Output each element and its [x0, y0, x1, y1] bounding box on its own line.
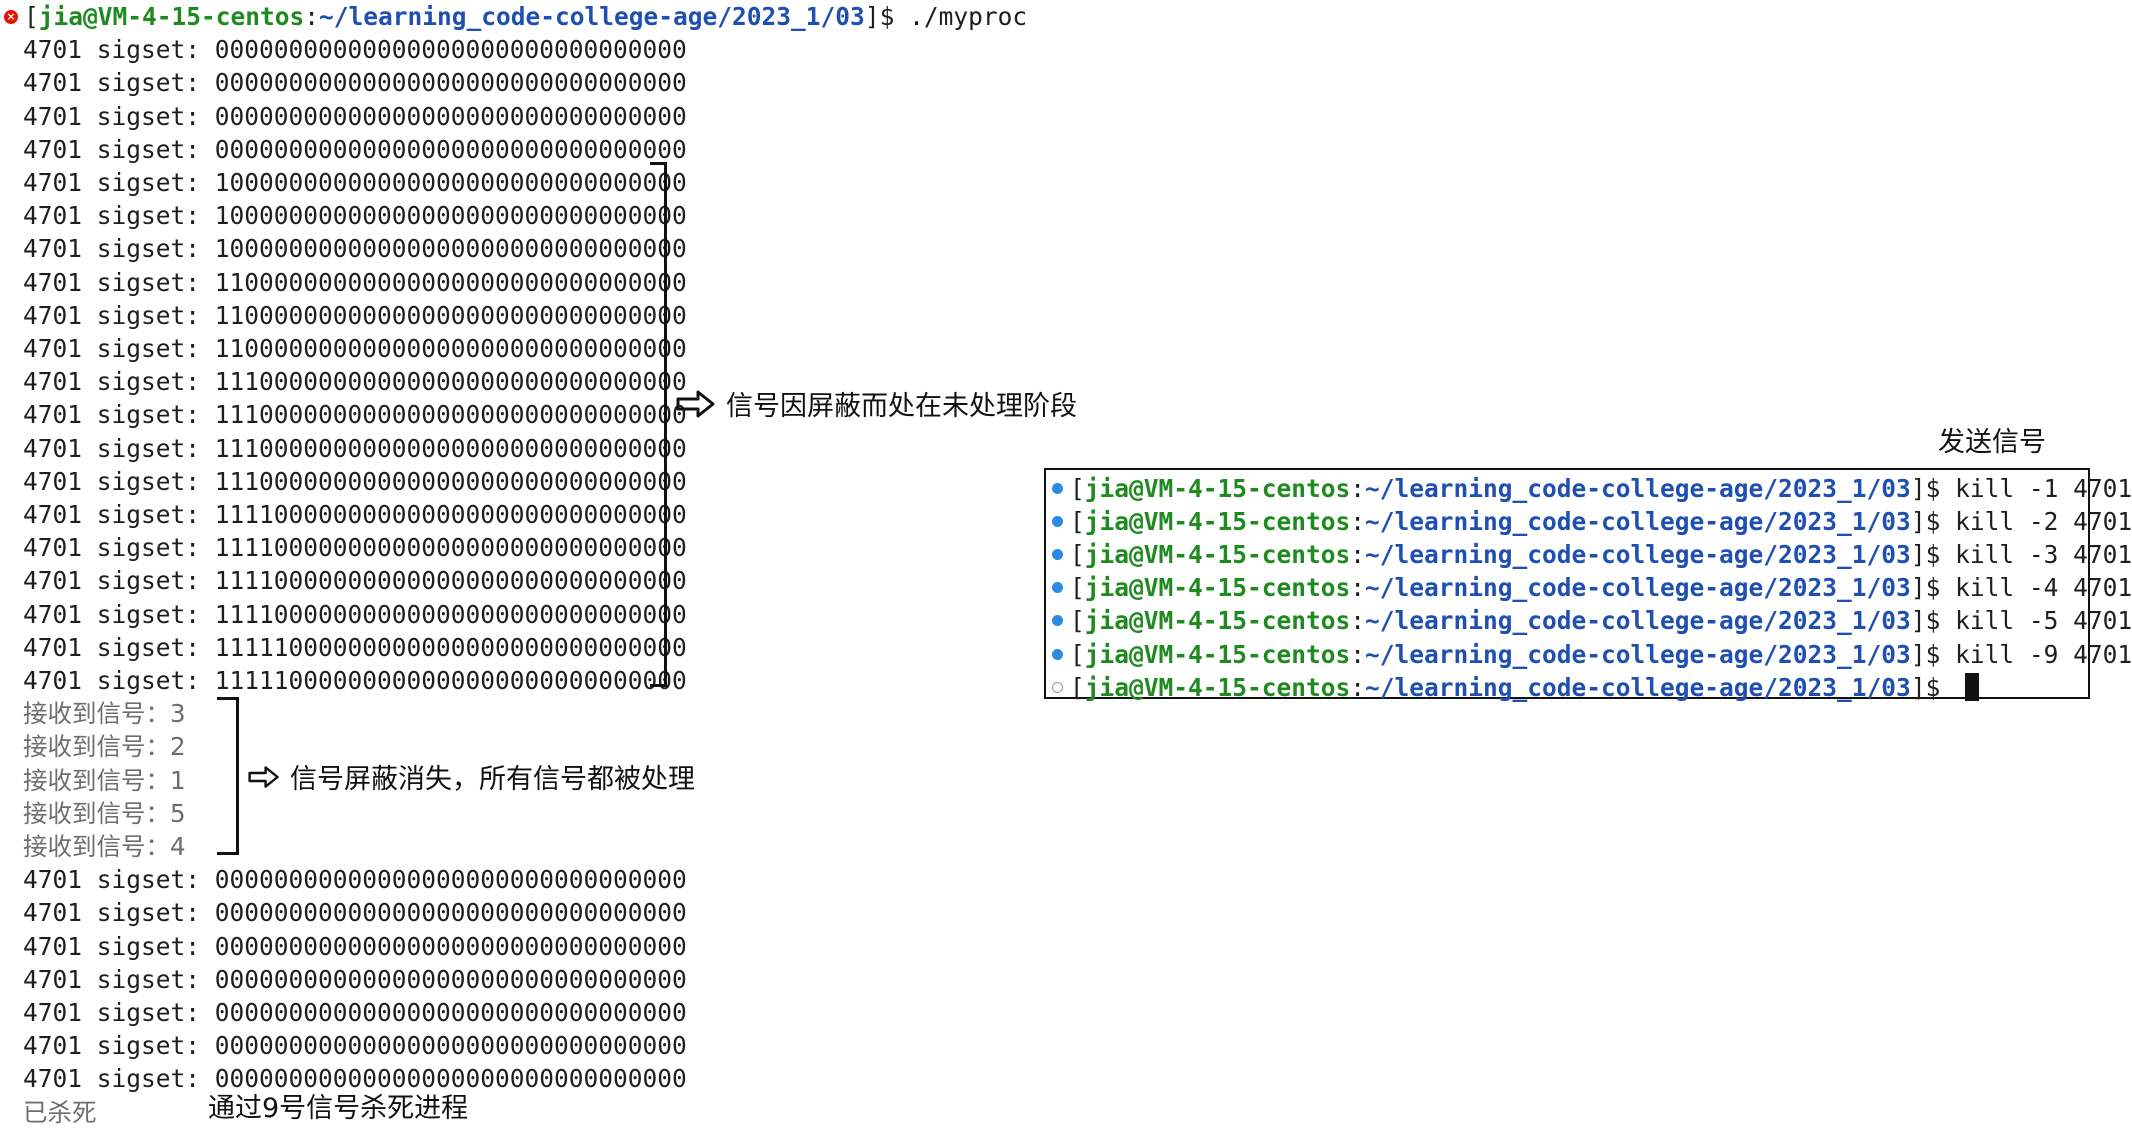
handled-note: 信号屏蔽消失，所有信号都被处理	[290, 764, 695, 795]
arrow-right-icon	[248, 765, 279, 788]
kill-command: kill -9 4701	[1955, 639, 2132, 669]
right-command-line: [jia@VM-4-15-centos:~/learning_code-coll…	[1046, 505, 2132, 538]
right-terminal: [jia@VM-4-15-centos:~/learning_code-coll…	[1044, 468, 2132, 702]
send-signal-label: 发送信号	[1938, 427, 2046, 458]
prompt-user: jia@VM-4-15-centos	[1084, 540, 1351, 570]
sigset-line: 4701 sigset: 100000000000000000000000000…	[23, 201, 687, 231]
sigset-line: 4701 sigset: 000000000000000000000000000…	[23, 68, 687, 98]
command-text: ./myproc	[909, 2, 1028, 31]
handled-annotation: 信号屏蔽消失，所有信号都被处理	[248, 757, 695, 796]
sigset-line: 4701 sigset: 100000000000000000000000000…	[23, 168, 687, 197]
prompt-path: ~/learning_code-college-age/2023_1/03	[1365, 507, 1911, 537]
sigset-line: 4701 sigset: 000000000000000000000000000…	[23, 998, 687, 1027]
prompt-user: jia@VM-4-15-centos	[1084, 639, 1351, 669]
sigset-line: 4701 sigset: 100000000000000000000000000…	[23, 234, 687, 264]
pending-note: 信号因屏蔽而处在未处理阶段	[726, 391, 1077, 422]
kill-command: kill -1 4701	[1955, 474, 2132, 503]
prompt-user: jia@VM-4-15-centos	[1084, 474, 1351, 503]
sigset-line: 4701 sigset: 111000000000000000000000000…	[23, 433, 687, 463]
right-command-line: [jia@VM-4-15-centos:~/learning_code-coll…	[1046, 604, 2132, 637]
prompt-path: ~/learning_code-college-age/2023_1/03	[1365, 573, 1911, 603]
kill9-note: 通过9号信号杀死进程	[208, 1093, 469, 1124]
sigset-line: 4701 sigset: 111000000000000000000000000…	[23, 367, 687, 397]
received-signal-line: 接收到信号：2	[23, 732, 186, 762]
handled-bracket	[217, 697, 239, 855]
sigset-line: 4701 sigset: 111100000000000000000000000…	[23, 533, 687, 563]
kill-command: kill -4 4701	[1955, 573, 2132, 603]
sigset-line: 4701 sigset: 000000000000000000000000000…	[23, 35, 687, 65]
sigset-line: 4701 sigset: 110000000000000000000000000…	[23, 334, 687, 363]
kill-command: kill -2 4701	[1955, 507, 2132, 537]
prompt-path: ~/learning_code-college-age/2023_1/03	[1365, 540, 1911, 570]
right-command-line: [jia@VM-4-15-centos:~/learning_code-coll…	[1046, 638, 2132, 671]
prompt-user: jia@VM-4-15-centos	[1084, 606, 1351, 636]
sigset-line: 4701 sigset: 000000000000000000000000000…	[23, 1031, 687, 1061]
prompt-path: ~/learning_code-college-age/2023_1/03	[1365, 606, 1911, 636]
circle-outline-icon	[1052, 681, 1063, 693]
sigset-line: 4701 sigset: 000000000000000000000000000…	[23, 134, 687, 164]
prompt-path: ~/learning_code-college-age/2023_1/03	[1365, 672, 1911, 702]
status-dot-icon	[1052, 516, 1063, 528]
prompt-path: ~/learning_code-college-age/2023_1/03	[319, 2, 865, 31]
sigset-line: 4701 sigset: 110000000000000000000000000…	[23, 300, 687, 330]
sigset-line: 4701 sigset: 000000000000000000000000000…	[23, 101, 687, 131]
right-command-line: [jia@VM-4-15-centos:~/learning_code-coll…	[1046, 571, 2132, 604]
sigset-line: 4701 sigset: 111100000000000000000000000…	[23, 500, 687, 529]
sigset-line: 4701 sigset: 111000000000000000000000000…	[23, 400, 687, 430]
sigset-line: 4701 sigset: 000000000000000000000000000…	[23, 931, 687, 961]
status-dot-icon	[1052, 648, 1063, 660]
right-command-line: [jia@VM-4-15-centos:~/learning_code-coll…	[1046, 538, 2132, 571]
sigset-line: 4701 sigset: 110000000000000000000000000…	[23, 267, 687, 297]
status-dot-icon	[1052, 549, 1063, 561]
kill-command: kill -3 4701	[1955, 540, 2132, 570]
right-command-line: [jia@VM-4-15-centos:~/learning_code-coll…	[1046, 472, 2132, 505]
sigset-line: 4701 sigset: 111110000000000000000000000…	[23, 632, 687, 662]
pending-bracket	[650, 162, 667, 687]
error-icon: ×	[4, 9, 18, 24]
command-line: ×[jia@VM-4-15-centos:~/learning_code-col…	[0, 0, 1027, 33]
sigset-line: 4701 sigset: 000000000000000000000000000…	[23, 964, 687, 994]
received-signal-line: 接收到信号：4	[23, 832, 186, 861]
prompt-path: ~/learning_code-college-age/2023_1/03	[1365, 639, 1911, 669]
sigset-line: 4701 sigset: 000000000000000000000000000…	[23, 898, 687, 928]
prompt-user: jia@VM-4-15-centos	[38, 2, 305, 31]
received-signal-line: 接收到信号：1	[23, 765, 186, 795]
prompt-user: jia@VM-4-15-centos	[1084, 573, 1351, 603]
sigset-line: 4701 sigset: 000000000000000000000000000…	[23, 1064, 687, 1094]
sigset-line: 4701 sigset: 111100000000000000000000000…	[23, 599, 687, 629]
received-signal-line: 接收到信号：3	[23, 699, 186, 729]
prompt-user: jia@VM-4-15-centos	[1084, 672, 1351, 702]
killed-text: 已杀死	[23, 1097, 97, 1127]
sigset-line: 4701 sigset: 111100000000000000000000000…	[23, 566, 687, 596]
status-dot-icon	[1052, 615, 1063, 627]
status-dot-icon	[1052, 483, 1063, 494]
right-command-line: [jia@VM-4-15-centos:~/learning_code-coll…	[1046, 671, 1980, 704]
arrow-right-icon	[676, 390, 715, 417]
terminal-cursor[interactable]	[1965, 673, 1980, 702]
kill9-annotation: 通过9号信号杀死进程	[208, 1086, 468, 1125]
sigset-line: 4701 sigset: 111000000000000000000000000…	[23, 466, 687, 496]
status-dot-icon	[1052, 582, 1063, 594]
pending-annotation: 信号因屏蔽而处在未处理阶段	[676, 384, 1077, 423]
kill-command: kill -5 4701	[1955, 606, 2132, 636]
received-signal-line: 接收到信号：5	[23, 798, 186, 828]
sigset-line: 4701 sigset: 111110000000000000000000000…	[23, 666, 687, 695]
sigset-line: 4701 sigset: 000000000000000000000000000…	[23, 865, 687, 895]
prompt-path: ~/learning_code-college-age/2023_1/03	[1365, 474, 1911, 503]
prompt-user: jia@VM-4-15-centos	[1084, 507, 1351, 537]
